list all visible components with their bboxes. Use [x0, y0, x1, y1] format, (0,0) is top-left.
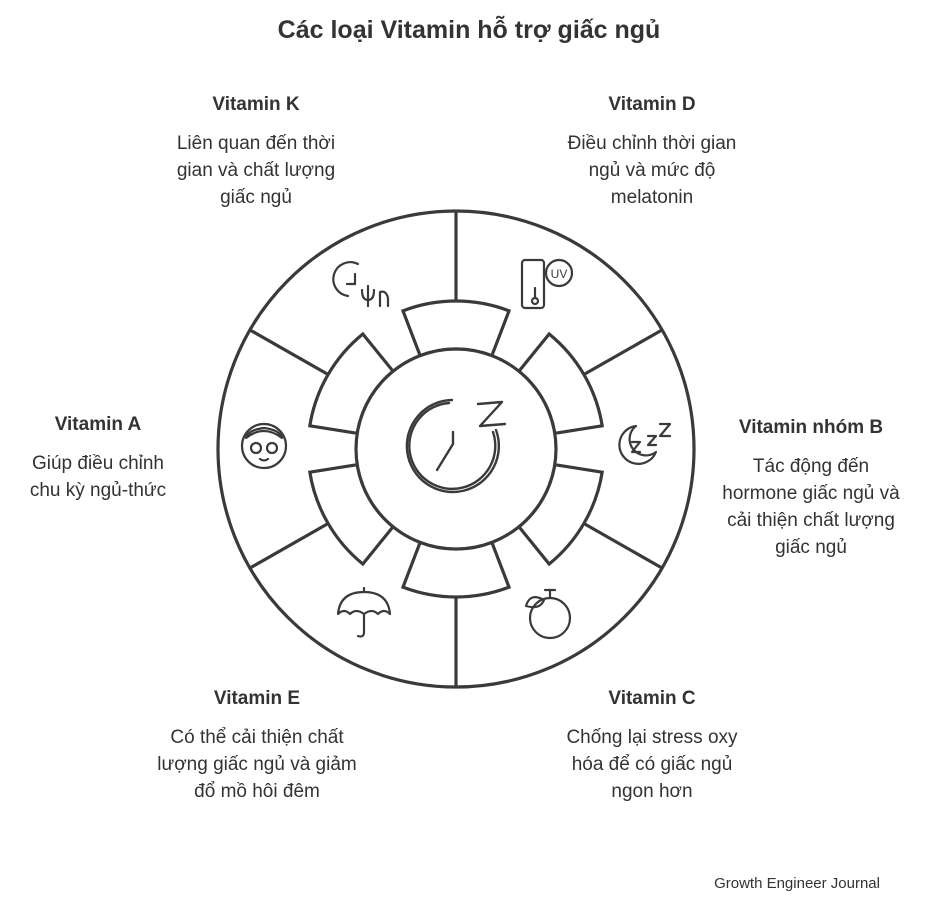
- segment-title: Vitamin A: [54, 414, 142, 435]
- segment-description: Có thể cải thiện chất lượng giấc ngủ và …: [157, 727, 357, 802]
- segment-title: Vitamin C: [608, 688, 696, 709]
- segment-description: Điều chỉnh thời gian ngủ và mức độ melat…: [567, 133, 737, 208]
- page-title: Các loại Vitamin hỗ trợ giấc ngủ: [277, 16, 661, 44]
- uv-text: UV: [551, 267, 568, 281]
- outer-dividers: [249, 211, 663, 687]
- segment-vitamin-a: Vitamin A Giúp điều chỉnh chu kỳ ngủ-thứ…: [4, 414, 192, 504]
- segment-vitamin-k: Vitamin K Liên quan đến thời gian và chấ…: [130, 94, 382, 211]
- segment-vitamin-b: Vitamin nhóm B Tác động đến hormone giấc…: [694, 417, 928, 561]
- umbrella-icon: [336, 586, 392, 638]
- segment-vitamin-c: Vitamin C Chống lại stress oxy hóa để có…: [526, 688, 778, 805]
- segment-description: Giúp điều chỉnh chu kỳ ngủ-thức: [29, 453, 167, 501]
- clock-sleep-icon: [405, 398, 507, 494]
- segment-title: Vitamin E: [213, 688, 301, 709]
- segment-title: Vitamin K: [212, 94, 300, 115]
- face-mask-icon: [240, 422, 288, 470]
- segment-title: Vitamin nhóm B: [738, 417, 884, 438]
- footer-credit: Growth Engineer Journal: [714, 875, 880, 892]
- segment-description: Chống lại stress oxy hóa để có giấc ngủ …: [566, 727, 738, 802]
- moon-sleep-icon: [618, 422, 672, 465]
- divider-lower-left: [249, 521, 330, 570]
- segment-description: Tác động đến hormone giấc ngủ và cải thi…: [722, 456, 900, 558]
- middle-ring-segments: [307, 299, 605, 599]
- segment-title: Vitamin D: [608, 94, 696, 115]
- segment-vitamin-e: Vitamin E Có thể cải thiện chất lượng gi…: [120, 688, 394, 805]
- divider-lower-right: [582, 521, 663, 570]
- segment-vitamin-d: Vitamin D Điều chỉnh thời gian ngủ và mứ…: [526, 94, 778, 211]
- fruit-icon: [524, 588, 572, 640]
- center-circle: [354, 347, 558, 551]
- divider-upper-right: [582, 328, 663, 377]
- clock-plant-icon: [332, 261, 390, 308]
- divider-upper-left: [249, 328, 330, 377]
- segment-description: Liên quan đến thời gian và chất lượng gi…: [176, 133, 336, 208]
- uv-phone-icon: UV: [520, 258, 574, 310]
